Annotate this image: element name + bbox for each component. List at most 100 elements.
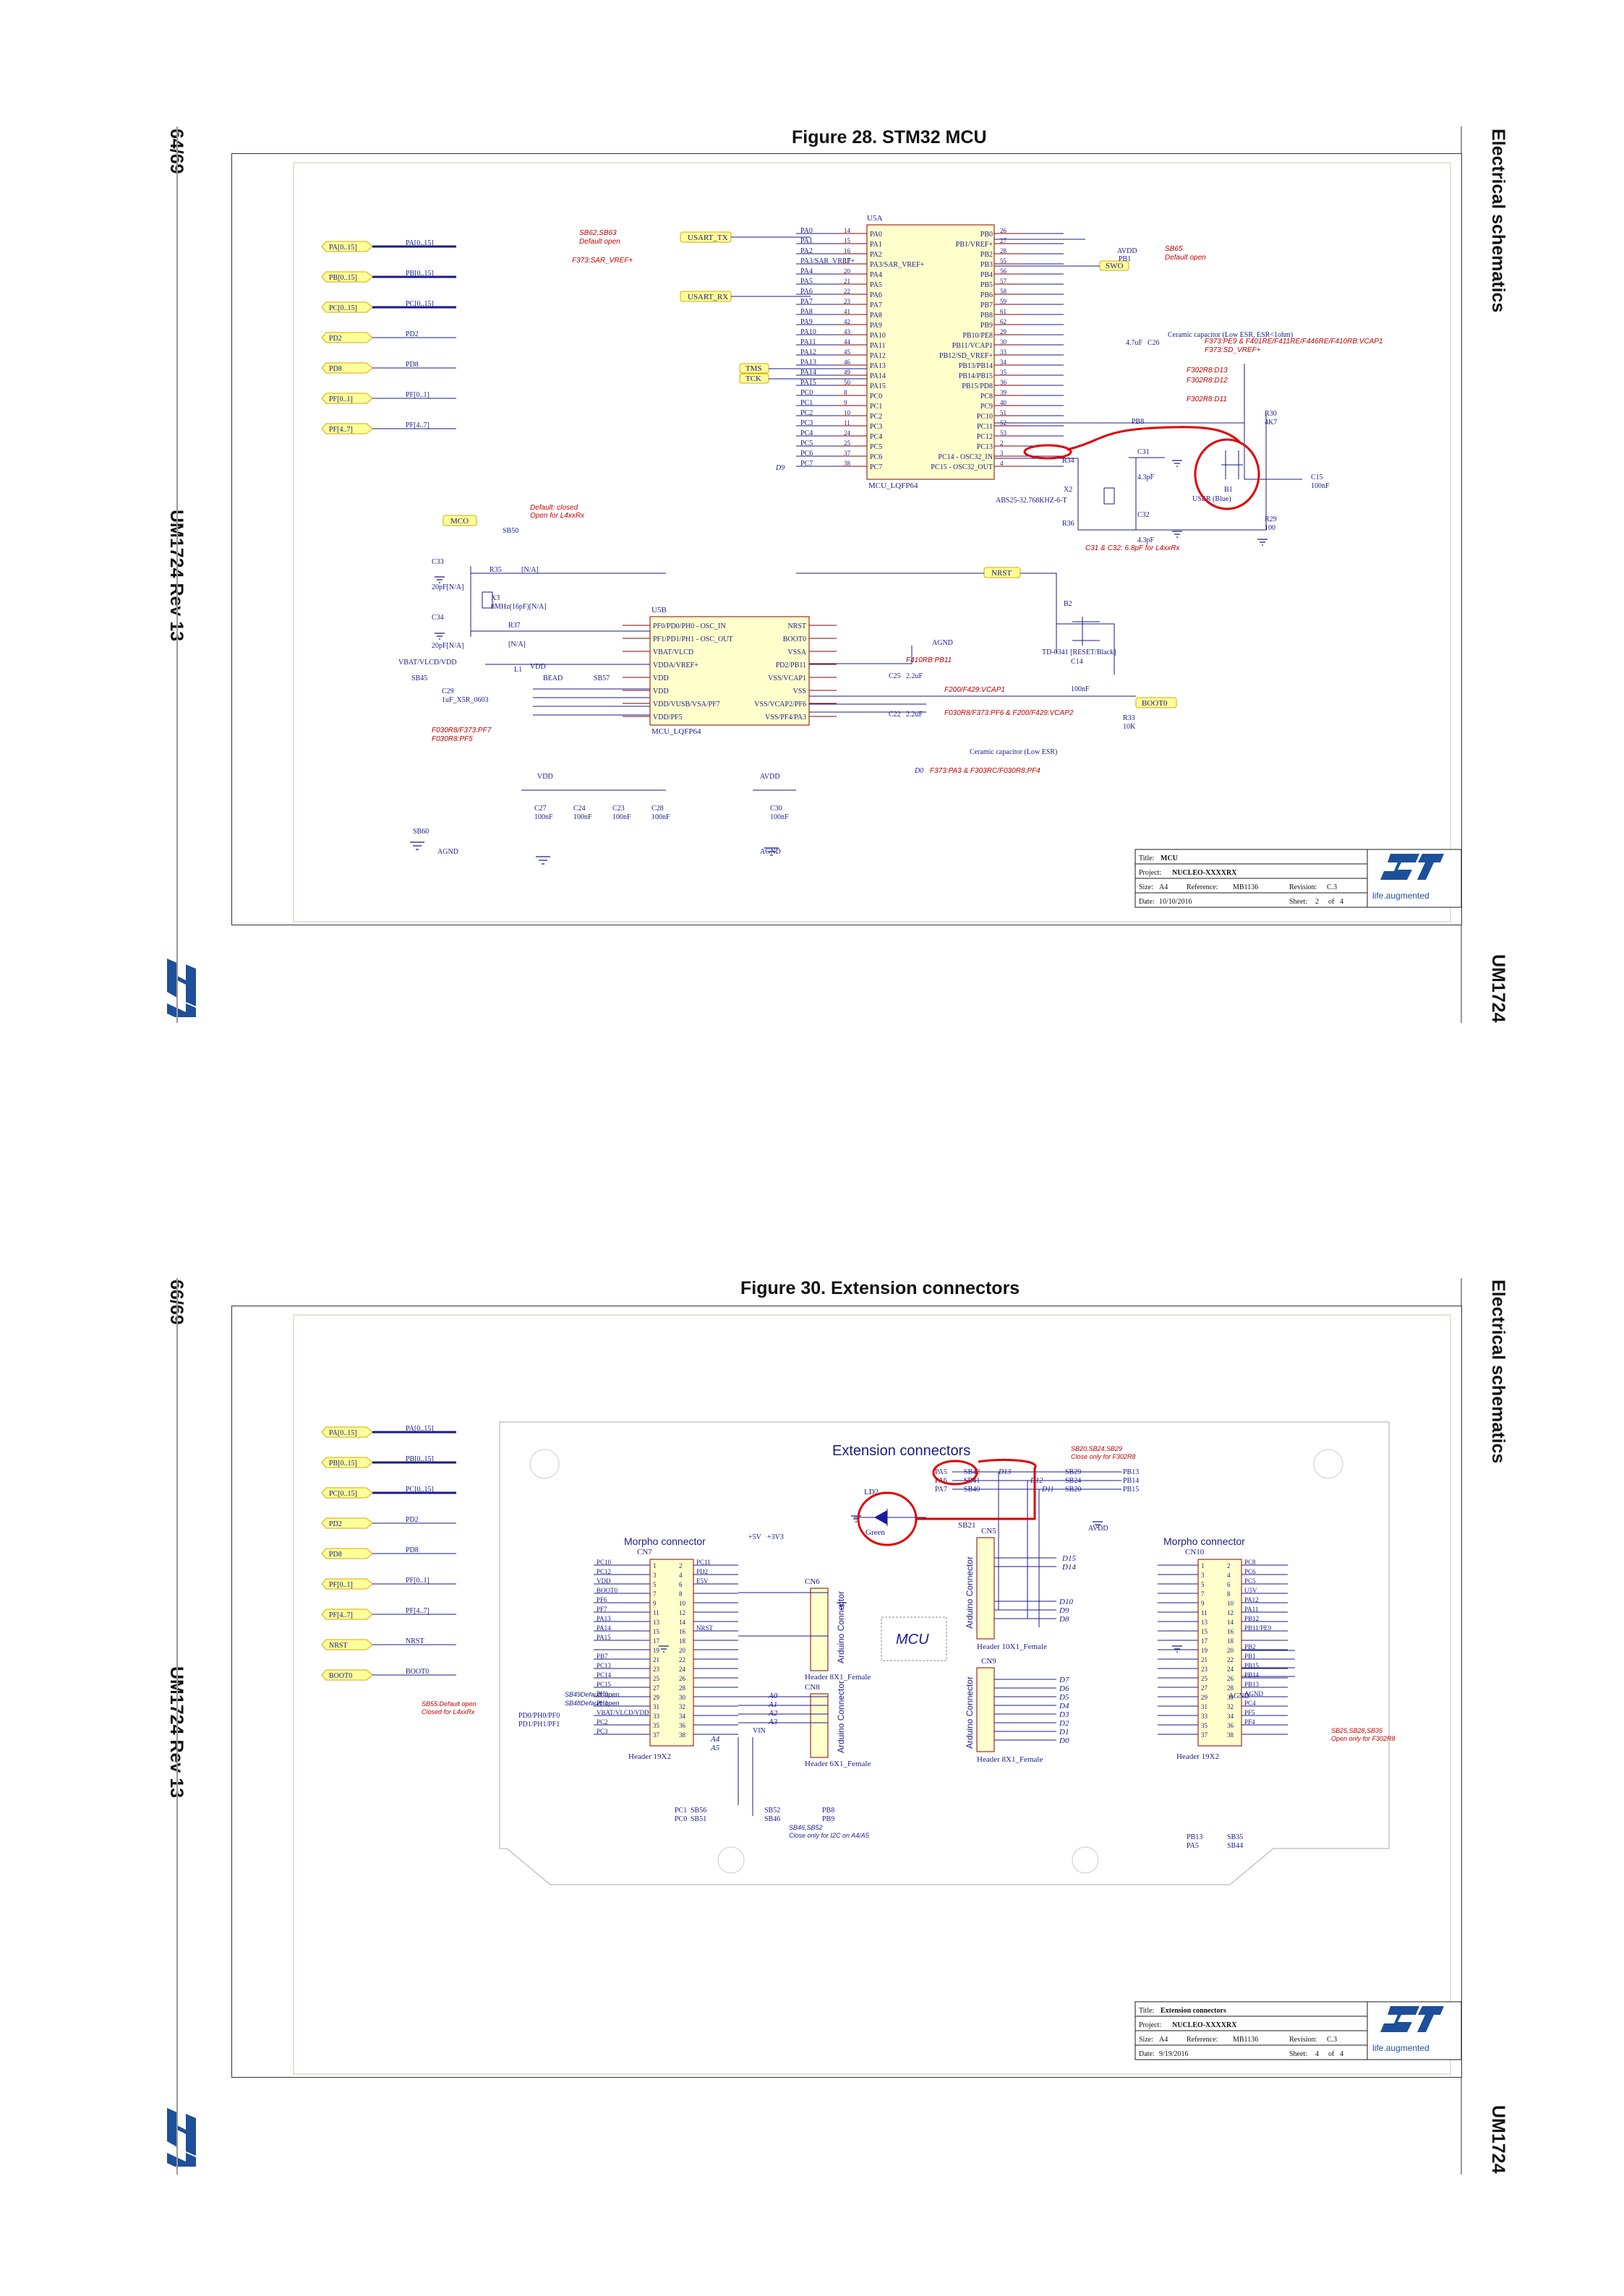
mcu-net-name: PC5 bbox=[800, 440, 813, 447]
svg-text:PF[0..1]: PF[0..1] bbox=[329, 395, 353, 403]
tb-sheet: 2 bbox=[1315, 898, 1319, 906]
cn5-ref: CN5 bbox=[981, 1527, 996, 1535]
cn7-right-signal: PD2 bbox=[696, 1568, 708, 1575]
tb2-project: NUCLEO-XXXXRX bbox=[1172, 2021, 1237, 2029]
svg-text:29: 29 bbox=[1201, 1694, 1208, 1701]
net-label: PF[0..1] bbox=[321, 1578, 373, 1590]
u5b-ref: U5B bbox=[651, 606, 667, 614]
cn10-right-signal: PB12 bbox=[1244, 1615, 1259, 1622]
mcu-net-name: PA14 bbox=[800, 369, 816, 377]
d1-label: D1 bbox=[1059, 1728, 1069, 1736]
c24-val: 100nF bbox=[573, 813, 592, 821]
swo-label: SWO bbox=[1099, 260, 1129, 271]
mcu-b-pin-label: VDD/VUSB/VSA/PF7 bbox=[653, 701, 720, 708]
tb2-revision-label: Revision: bbox=[1289, 2036, 1317, 2044]
tb2-size: A4 bbox=[1159, 2036, 1168, 2044]
section-title: Electrical schematics bbox=[1488, 129, 1508, 313]
tb2-reference: MB1136 bbox=[1233, 2036, 1258, 2044]
tb-reference-label: Reference: bbox=[1187, 883, 1218, 891]
svg-text:12: 12 bbox=[1227, 1609, 1234, 1616]
c33-ref: C33 bbox=[432, 558, 444, 566]
svg-text:18: 18 bbox=[1227, 1637, 1234, 1645]
tb-title: MCU bbox=[1161, 854, 1178, 862]
d8-label: D8 bbox=[1059, 1615, 1069, 1624]
cn10-right-signal: PC4 bbox=[1244, 1700, 1256, 1707]
sb35-ref: SB35 bbox=[1227, 1833, 1243, 1841]
mcu-pin-label: PA0 bbox=[870, 231, 882, 239]
cn7-left-signal: PC15 bbox=[597, 1681, 612, 1688]
net-wire-label: PB[0..15] bbox=[406, 270, 434, 278]
morpho-left-title: Morpho connector bbox=[624, 1535, 706, 1547]
mcu-pin-label: PA12 bbox=[870, 352, 886, 360]
svg-text:TCK: TCK bbox=[745, 374, 761, 383]
bead-label: BEAD bbox=[543, 674, 563, 682]
c27-ref: C27 bbox=[534, 805, 547, 813]
r36-ref: R36 bbox=[1062, 520, 1074, 528]
mcu-net-name: PA10 bbox=[800, 328, 816, 336]
net-wire-label: PC[0..15] bbox=[406, 1486, 434, 1494]
mcu-b-pin-label: VSSA bbox=[787, 648, 806, 656]
vdd-net-2: VDD bbox=[537, 773, 553, 781]
agnd-net-2: AGND bbox=[437, 848, 458, 856]
mcu-pin-label: PB1/VREF+ bbox=[956, 241, 993, 249]
cn10-right-signal: PC8 bbox=[1244, 1559, 1256, 1566]
svg-text:PA[0..15]: PA[0..15] bbox=[329, 244, 357, 252]
svg-text:14: 14 bbox=[679, 1619, 686, 1626]
mcu-pin-number: 59 bbox=[1000, 298, 1007, 305]
mcu-net-name: PC2 bbox=[800, 409, 813, 417]
cn7-left-signal: PF7 bbox=[597, 1606, 607, 1613]
tb2-revision: C.3 bbox=[1327, 2036, 1337, 2044]
note-close-f302: Close only for F302R8 bbox=[1071, 1453, 1136, 1460]
mcu-net-name: PC1 bbox=[800, 399, 813, 407]
svg-text:BOOT0: BOOT0 bbox=[329, 1672, 352, 1680]
c23-val: 100nF bbox=[612, 813, 631, 821]
mcu-pin-label: PA15 bbox=[870, 382, 886, 390]
d0-label-b: D0 bbox=[1059, 1736, 1069, 1745]
mcu-pin-number: 61 bbox=[1000, 308, 1007, 315]
tb2-date: 9/19/2016 bbox=[1159, 2050, 1189, 2058]
svg-text:23: 23 bbox=[1201, 1666, 1208, 1673]
net-label: PD8 bbox=[321, 1548, 373, 1559]
mcu-pin-label: PA14 bbox=[870, 372, 886, 380]
ceramic-cap-note: Ceramic capacitor (Low ESR, ESR<1ohm) bbox=[1168, 331, 1293, 339]
svg-text:13: 13 bbox=[653, 1619, 660, 1626]
net-label: PA[0..15] bbox=[321, 1426, 373, 1438]
mcu-net-name: PA13 bbox=[800, 359, 816, 367]
d0-label: D0 bbox=[914, 767, 923, 775]
cn7-right-signal: E5V bbox=[696, 1577, 709, 1585]
morpho-right-part: Header 19X2 bbox=[1176, 1752, 1219, 1761]
c25-val: 2.2uF bbox=[906, 672, 923, 680]
note-close-i2c: Close only for I2C on A4/A5 bbox=[789, 1832, 870, 1839]
mcu-net-name: PA6 bbox=[800, 288, 813, 296]
mcu-pin-number: 58 bbox=[1000, 288, 1007, 295]
pb13b-net: PB13 bbox=[1187, 1833, 1202, 1841]
r30-val: 4K7 bbox=[1265, 419, 1277, 427]
a1-label: A1 bbox=[768, 1700, 777, 1709]
mcu-net-name: PA7 bbox=[800, 298, 813, 306]
a3-label: A3 bbox=[768, 1718, 778, 1726]
svg-text:NRST: NRST bbox=[329, 1642, 348, 1650]
net-wire-label: PD2 bbox=[406, 1516, 419, 1524]
mcu-pin-label: PB8 bbox=[980, 312, 993, 320]
doc-id: UM1724 bbox=[1488, 954, 1508, 1023]
svg-text:32: 32 bbox=[1227, 1703, 1234, 1710]
c15-val: 100nF bbox=[1311, 482, 1330, 490]
mcu-pin-label: PC10 bbox=[977, 413, 993, 421]
sb50-ref: SB50 bbox=[503, 527, 518, 535]
mcu-pin-number: 37 bbox=[844, 450, 851, 457]
pb15-net: PB15 bbox=[1123, 1486, 1139, 1494]
sb44-ref: SB44 bbox=[1227, 1842, 1243, 1850]
svg-text:21: 21 bbox=[653, 1656, 659, 1663]
cn10-right-signal: PB14 bbox=[1244, 1671, 1260, 1679]
note-default-closed: Default: closed bbox=[530, 504, 578, 512]
svg-text:PF[4..7]: PF[4..7] bbox=[329, 426, 353, 434]
vdd-net: VDD bbox=[530, 663, 546, 671]
tb2-of-label: of bbox=[1328, 2050, 1335, 2058]
sb45-ref: SB45 bbox=[411, 674, 427, 682]
d7-label: D7 bbox=[1059, 1676, 1069, 1684]
mcu-net-name: PA3/SAR_VREF+ bbox=[800, 257, 855, 265]
cn7-left-signal: PA14 bbox=[597, 1624, 611, 1632]
cn10-right-signal: PB2 bbox=[1244, 1643, 1256, 1650]
cn10-right-signal: PF4 bbox=[1244, 1718, 1255, 1726]
net-wire-label: PF[4..7] bbox=[406, 421, 429, 429]
